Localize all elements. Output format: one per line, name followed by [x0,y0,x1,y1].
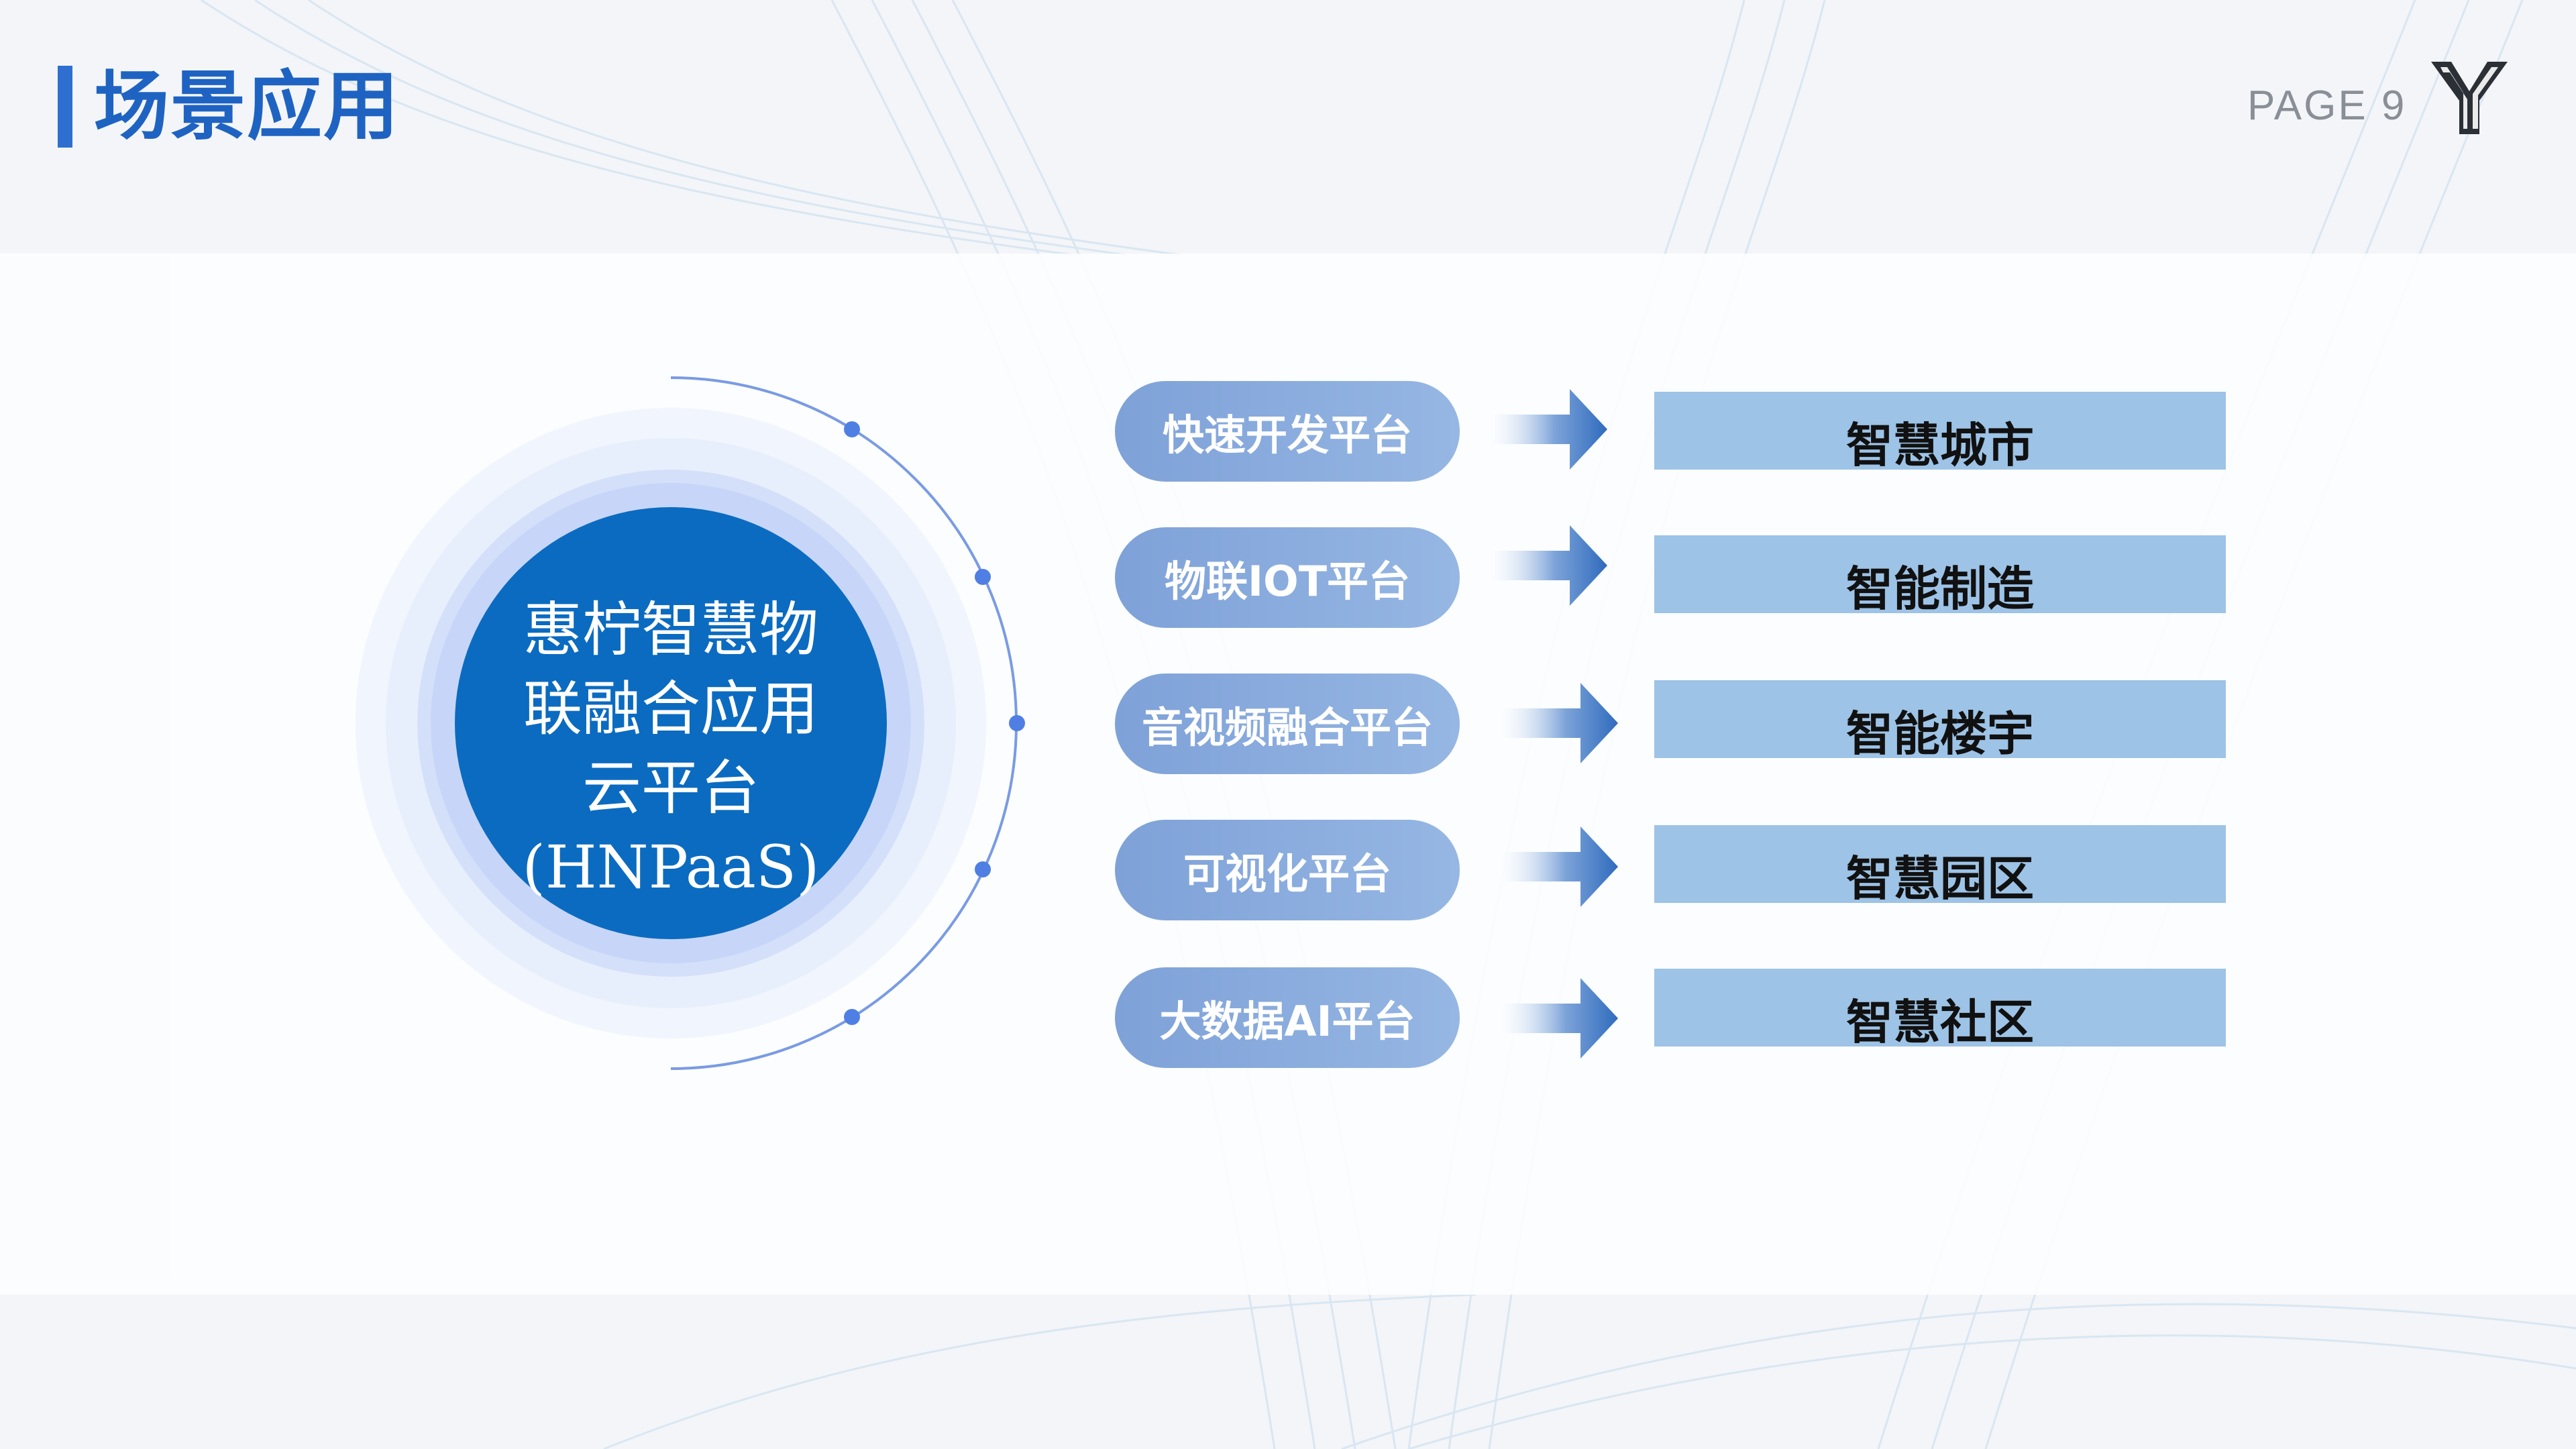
hub-line-3: 云平台 [582,753,759,822]
arc-dot-3 [1009,715,1025,731]
arc-dot-1 [844,421,860,437]
logo-icon [2431,62,2508,134]
hub-line-2: 联融合应用 [523,674,818,743]
center-hub-label: 惠柠智慧物 联融合应用 云平台 (HNPaaS) [470,590,872,907]
right-arrow-icon [1500,978,1618,1059]
right-arrow-icon [1489,525,1607,606]
platform-pill-2: 物联IOT平台 [1115,527,1460,628]
platform-pill-3: 音视频融合平台 [1115,674,1460,774]
hub-line-4: (HNPaaS) [522,833,820,902]
application-label-3: 智能楼宇 [1846,706,2034,761]
platform-pill-1: 快速开发平台 [1115,381,1460,482]
page-number: PAGE 9 [2247,83,2407,129]
platform-pill-5: 大数据AI平台 [1115,967,1460,1068]
right-arrow-icon [1500,683,1618,763]
application-box-4: 智慧园区 [1654,825,2226,906]
arc-dot-4 [975,861,991,877]
arc-dot-2 [975,569,991,585]
right-arrow-icon [1489,389,1607,470]
arc-dot-5 [844,1009,860,1025]
hub-line-1: 惠柠智慧物 [523,595,818,664]
application-box-5: 智慧社区 [1654,969,2226,1050]
platform-pill-4: 可视化平台 [1115,820,1460,920]
page-title: 场景应用 [94,63,400,150]
application-label-5: 智慧社区 [1846,995,2034,1050]
application-label-4: 智慧园区 [1846,851,2034,906]
application-label-2: 智能制造 [1846,561,2034,616]
application-label-1: 智慧城市 [1846,418,2034,473]
title-accent-bar [58,66,72,148]
application-box-2: 智能制造 [1654,535,2226,616]
center-circle [455,507,887,939]
application-box-3: 智能楼宇 [1654,680,2226,761]
application-box-1: 智慧城市 [1654,392,2226,473]
right-arrow-icon [1500,826,1618,907]
